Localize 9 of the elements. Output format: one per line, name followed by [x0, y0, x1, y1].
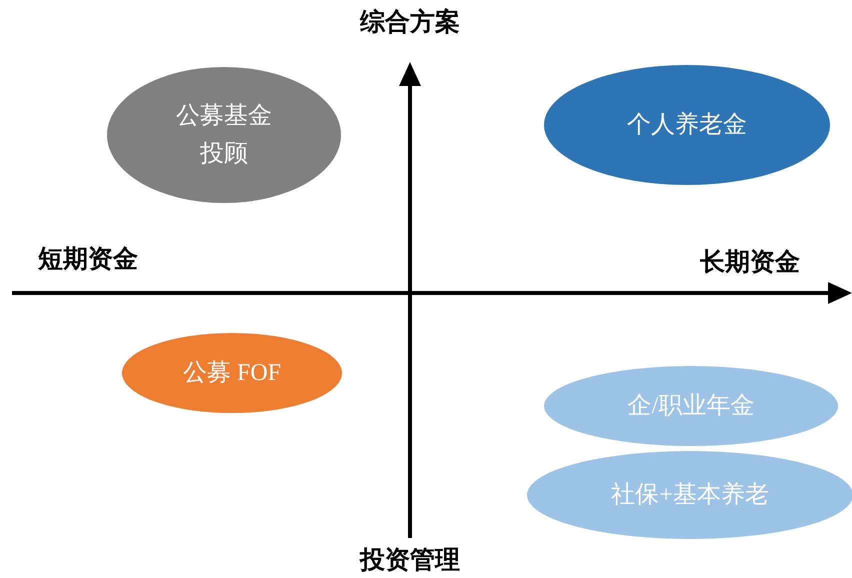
node-label: 企/职业年金 — [628, 392, 754, 421]
axis-label: 投资管理 — [360, 546, 460, 576]
node-label: 公募 FOF — [182, 359, 282, 388]
axis-label: 综合方案 — [360, 8, 460, 38]
node-label: 公募基金投顾 — [175, 102, 273, 169]
node-label: 个人养老金 — [627, 110, 747, 140]
axis-label: 长期资金 — [700, 248, 800, 278]
node-label: 社保+基本养老 — [611, 480, 769, 510]
axis-label: 短期资金 — [38, 245, 138, 275]
